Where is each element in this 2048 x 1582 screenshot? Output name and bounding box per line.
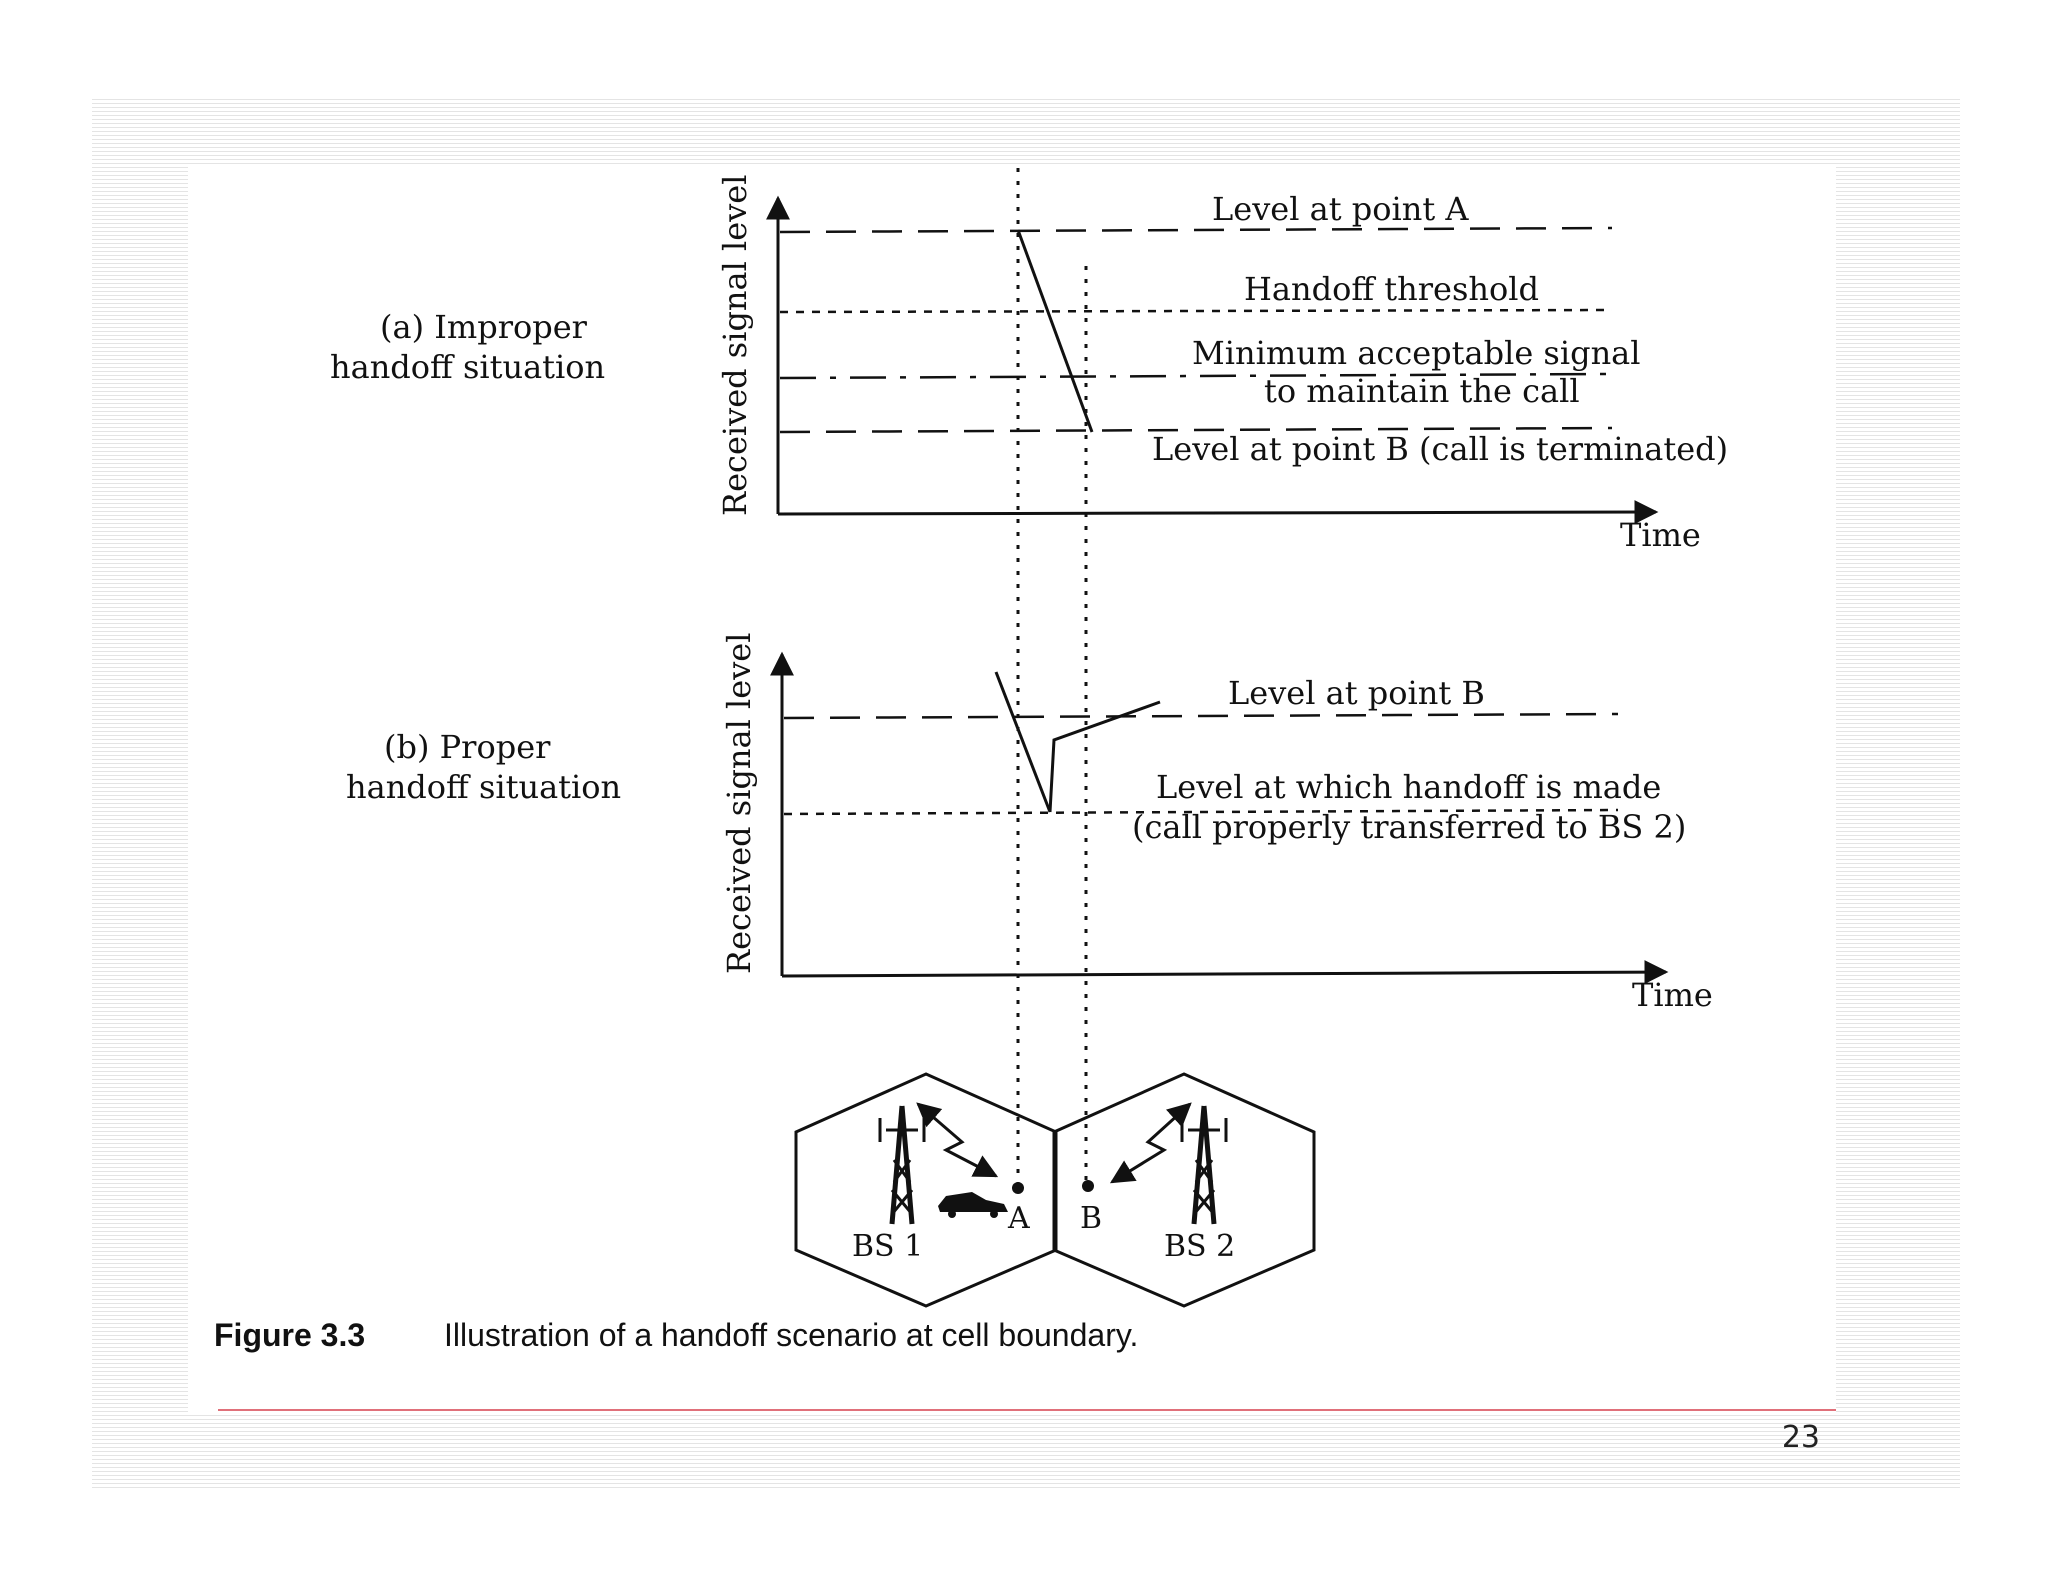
level-b-line [783,712,1619,720]
point-a-label: A [1007,1201,1030,1236]
handoff-label-2: (call properly transferred to BS 2) [1132,808,1686,846]
x-axis [781,960,1669,985]
level-a-label: Level at point A [1212,190,1469,228]
case-label-a-1: (a) Improper [380,308,588,346]
case-label-b-2: handoff situation [346,768,621,806]
point-b-marker [1082,1180,1094,1192]
min-signal-label-1: Minimum acceptable signal [1192,334,1640,372]
y-axis-label: Received signal level [720,633,758,974]
level-b-line [779,426,1613,434]
handoff-label-1: Level at which handoff is made [1156,768,1661,806]
point-b-label: B [1080,1201,1102,1236]
y-axis-label: Received signal level [716,175,754,516]
point-a-marker [1012,1182,1024,1194]
cell-illustration: A B BS 1 BS 2 [794,1072,1316,1308]
case-label-a-2: handoff situation [330,348,605,386]
level-b-label: Level at point B (call is terminated) [1152,430,1728,468]
figure-caption-label: Figure 3.3 [214,1317,365,1353]
level-b-label: Level at point B [1228,674,1485,712]
bs2-label: BS 2 [1164,1229,1235,1264]
x-axis [777,500,1659,525]
car-icon [938,1192,1008,1218]
figure-caption-text: Illustration of a handoff scenario at ce… [444,1317,1138,1353]
radio-link-icon-bs2 [1109,1102,1192,1184]
signal-decay-curve [1016,229,1094,433]
chart-proper: Level at point B Level at which handoff … [346,633,1713,1014]
x-axis-label: Time [1632,976,1713,1014]
bs1-label: BS 1 [852,1229,923,1264]
tower-icon-bs2 [1180,1105,1228,1225]
threshold-line [779,308,1613,314]
radio-link-icon-bs1 [916,1102,999,1178]
case-label-b-1: (b) Proper [384,728,551,766]
tower-icon-bs1 [878,1105,926,1225]
chart-improper: Level at point A Handoff threshold Minim… [330,175,1728,554]
x-axis-label: Time [1620,516,1701,554]
footer-divider [218,1409,1836,1411]
page-number: 23 [1781,1420,1820,1455]
handoff-level-line [783,808,1619,816]
signal-bs1-curve [994,671,1052,813]
signal-bs2-curve [1048,700,1161,813]
threshold-label: Handoff threshold [1244,270,1539,308]
cell-hexagon-bs2 [1052,1072,1316,1308]
level-a-line [779,226,1613,234]
min-signal-label-2: to maintain the call [1264,372,1580,410]
